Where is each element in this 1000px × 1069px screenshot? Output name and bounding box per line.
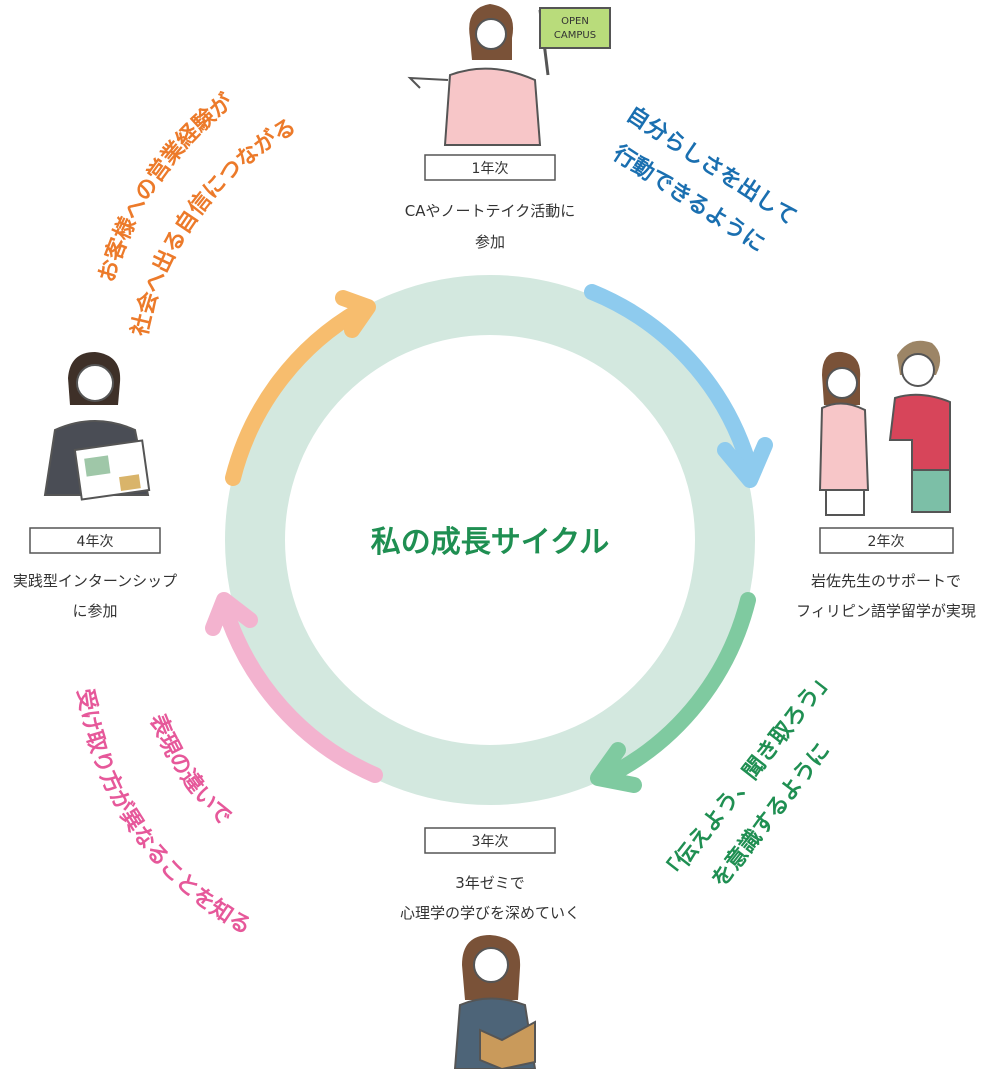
year-desc-1-line1: CAやノートテイク活動に (405, 202, 575, 220)
year-label-box-2 (819, 527, 954, 554)
year-desc-3-line2: 心理学の学びを深めていく (400, 904, 580, 922)
cycle-ring (225, 275, 755, 805)
year-desc-4-line1: 実践型インターンシップ (13, 572, 177, 590)
year-desc-2-line1: 岩佐先生のサポートで (811, 572, 961, 590)
student-with-flag-icon: OPEN CAMPUS (407, 4, 611, 146)
student-reading-book-icon (453, 935, 537, 1069)
year-desc-4-line2: に参加 (72, 602, 117, 620)
arrow-3-to-4 (205, 592, 383, 783)
svg-text:CAMPUS: CAMPUS (554, 30, 596, 41)
year-label-box-3 (424, 827, 556, 854)
growth-orange-line2: 社会へ出る自信につながる (127, 114, 301, 338)
year-label-box-1 (424, 154, 556, 181)
year-desc-3-line1: 3年ゼミで (455, 874, 525, 892)
year-label-2: 2年次 (868, 534, 905, 550)
arrow-2-to-3 (590, 592, 756, 793)
businesswoman-with-documents-icon (43, 352, 151, 501)
arrow-4-to-1 (225, 290, 376, 486)
year-label-4: 4年次 (77, 534, 114, 550)
year-label-box-4 (29, 527, 161, 554)
center-title: 私の成長サイクル (371, 525, 610, 560)
year-label-3: 3年次 (472, 834, 509, 850)
growth-pink-line1: 表現の違いで (144, 711, 236, 830)
year-desc-2-line2: フィリピン語学留学が実現 (796, 602, 976, 620)
teacher-and-student-icon (818, 340, 951, 516)
year-label-1: 1年次 (472, 161, 509, 177)
year-desc-1-line2: 参加 (475, 233, 505, 251)
svg-text:OPEN: OPEN (561, 16, 589, 27)
growth-blue-group: 自分らしさを出して 行動できるように (607, 101, 801, 257)
arrow-1-to-2 (584, 284, 773, 488)
